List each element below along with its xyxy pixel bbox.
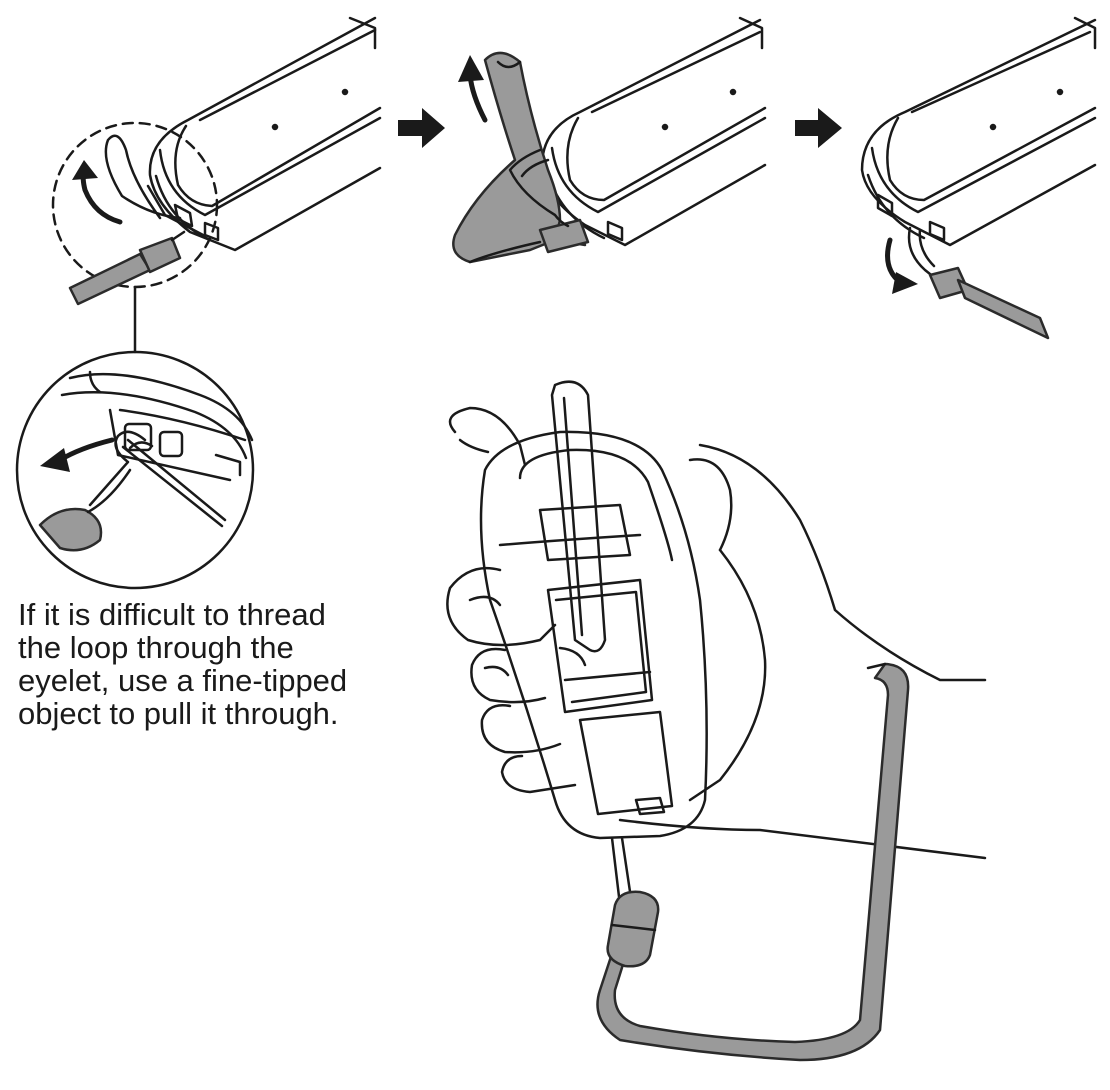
caption-line-3: eyelet, use a fine-tipped <box>18 663 348 698</box>
step-3-remote-strap-attached <box>860 16 1097 340</box>
rotation-arrow-icon <box>72 160 123 225</box>
step-arrow-icon <box>398 108 445 148</box>
hand-holding-remote <box>446 380 987 1062</box>
caption-line-1: If it is difficult to thread <box>18 597 326 632</box>
step-2-remote-with-strap <box>452 16 767 264</box>
pull-arrow-icon <box>40 437 115 472</box>
step-1-remote-with-loop <box>51 16 382 354</box>
zoom-callout-detail <box>15 350 255 590</box>
step-arrow-icon <box>795 108 842 148</box>
instruction-caption: If it is difficult to thread the loop th… <box>18 598 418 730</box>
caption-line-2: the loop through the <box>18 630 294 665</box>
down-arrow-icon <box>885 237 918 294</box>
up-arrow-icon <box>458 55 488 123</box>
caption-line-4: object to pull it through. <box>18 696 339 731</box>
